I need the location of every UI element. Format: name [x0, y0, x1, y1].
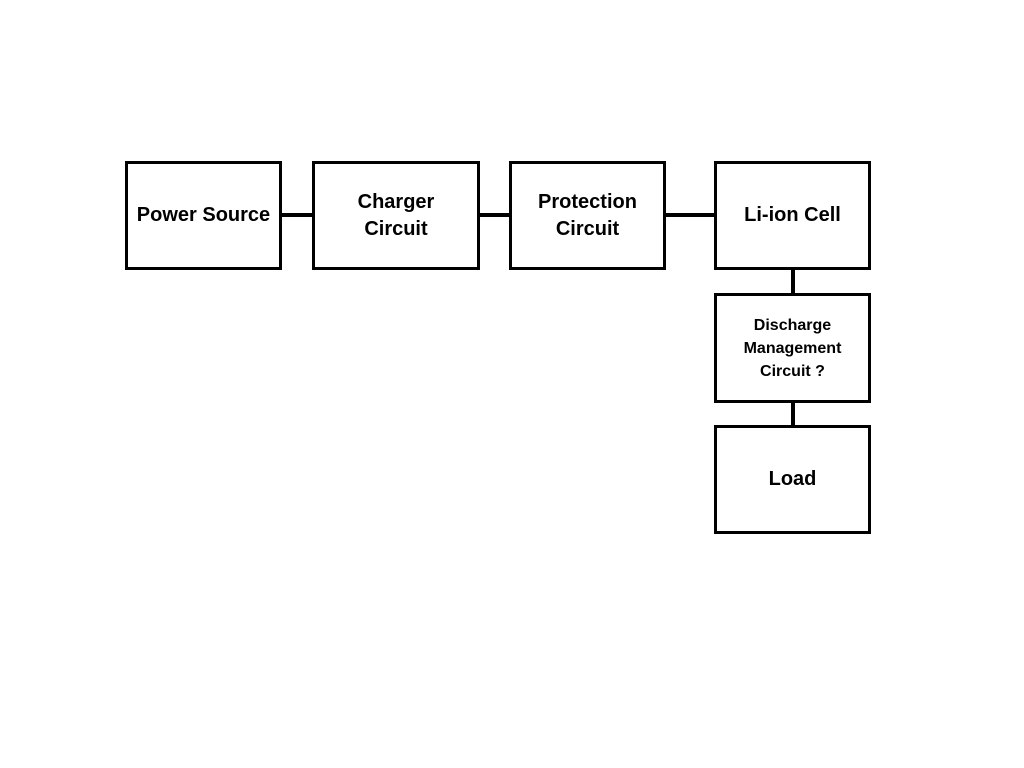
connector-cell-to-discharge: [791, 269, 795, 294]
power-source-label: Power Source: [136, 204, 271, 226]
load-label: Load: [768, 468, 817, 490]
charger-circuit-block: Charger Circuit: [312, 161, 480, 270]
protection-circuit-block: Protection Circuit: [509, 161, 666, 270]
load-block: Load: [714, 425, 871, 534]
li-ion-cell-block: Li-ion Cell: [714, 161, 871, 270]
power-source-block: Power Source: [125, 161, 282, 270]
discharge-management-label: Discharge Management Circuit ?: [743, 316, 842, 380]
connector-power-to-charger: [281, 213, 313, 217]
connector-charger-to-protection: [479, 213, 510, 217]
connector-protection-to-cell: [665, 213, 715, 217]
discharge-management-block: Discharge Management Circuit ?: [714, 293, 871, 403]
protection-circuit-label: Protection Circuit: [538, 190, 637, 240]
li-ion-cell-label: Li-ion Cell: [744, 204, 841, 226]
connector-discharge-to-load: [791, 402, 795, 426]
charger-circuit-label: Charger Circuit: [357, 190, 435, 240]
